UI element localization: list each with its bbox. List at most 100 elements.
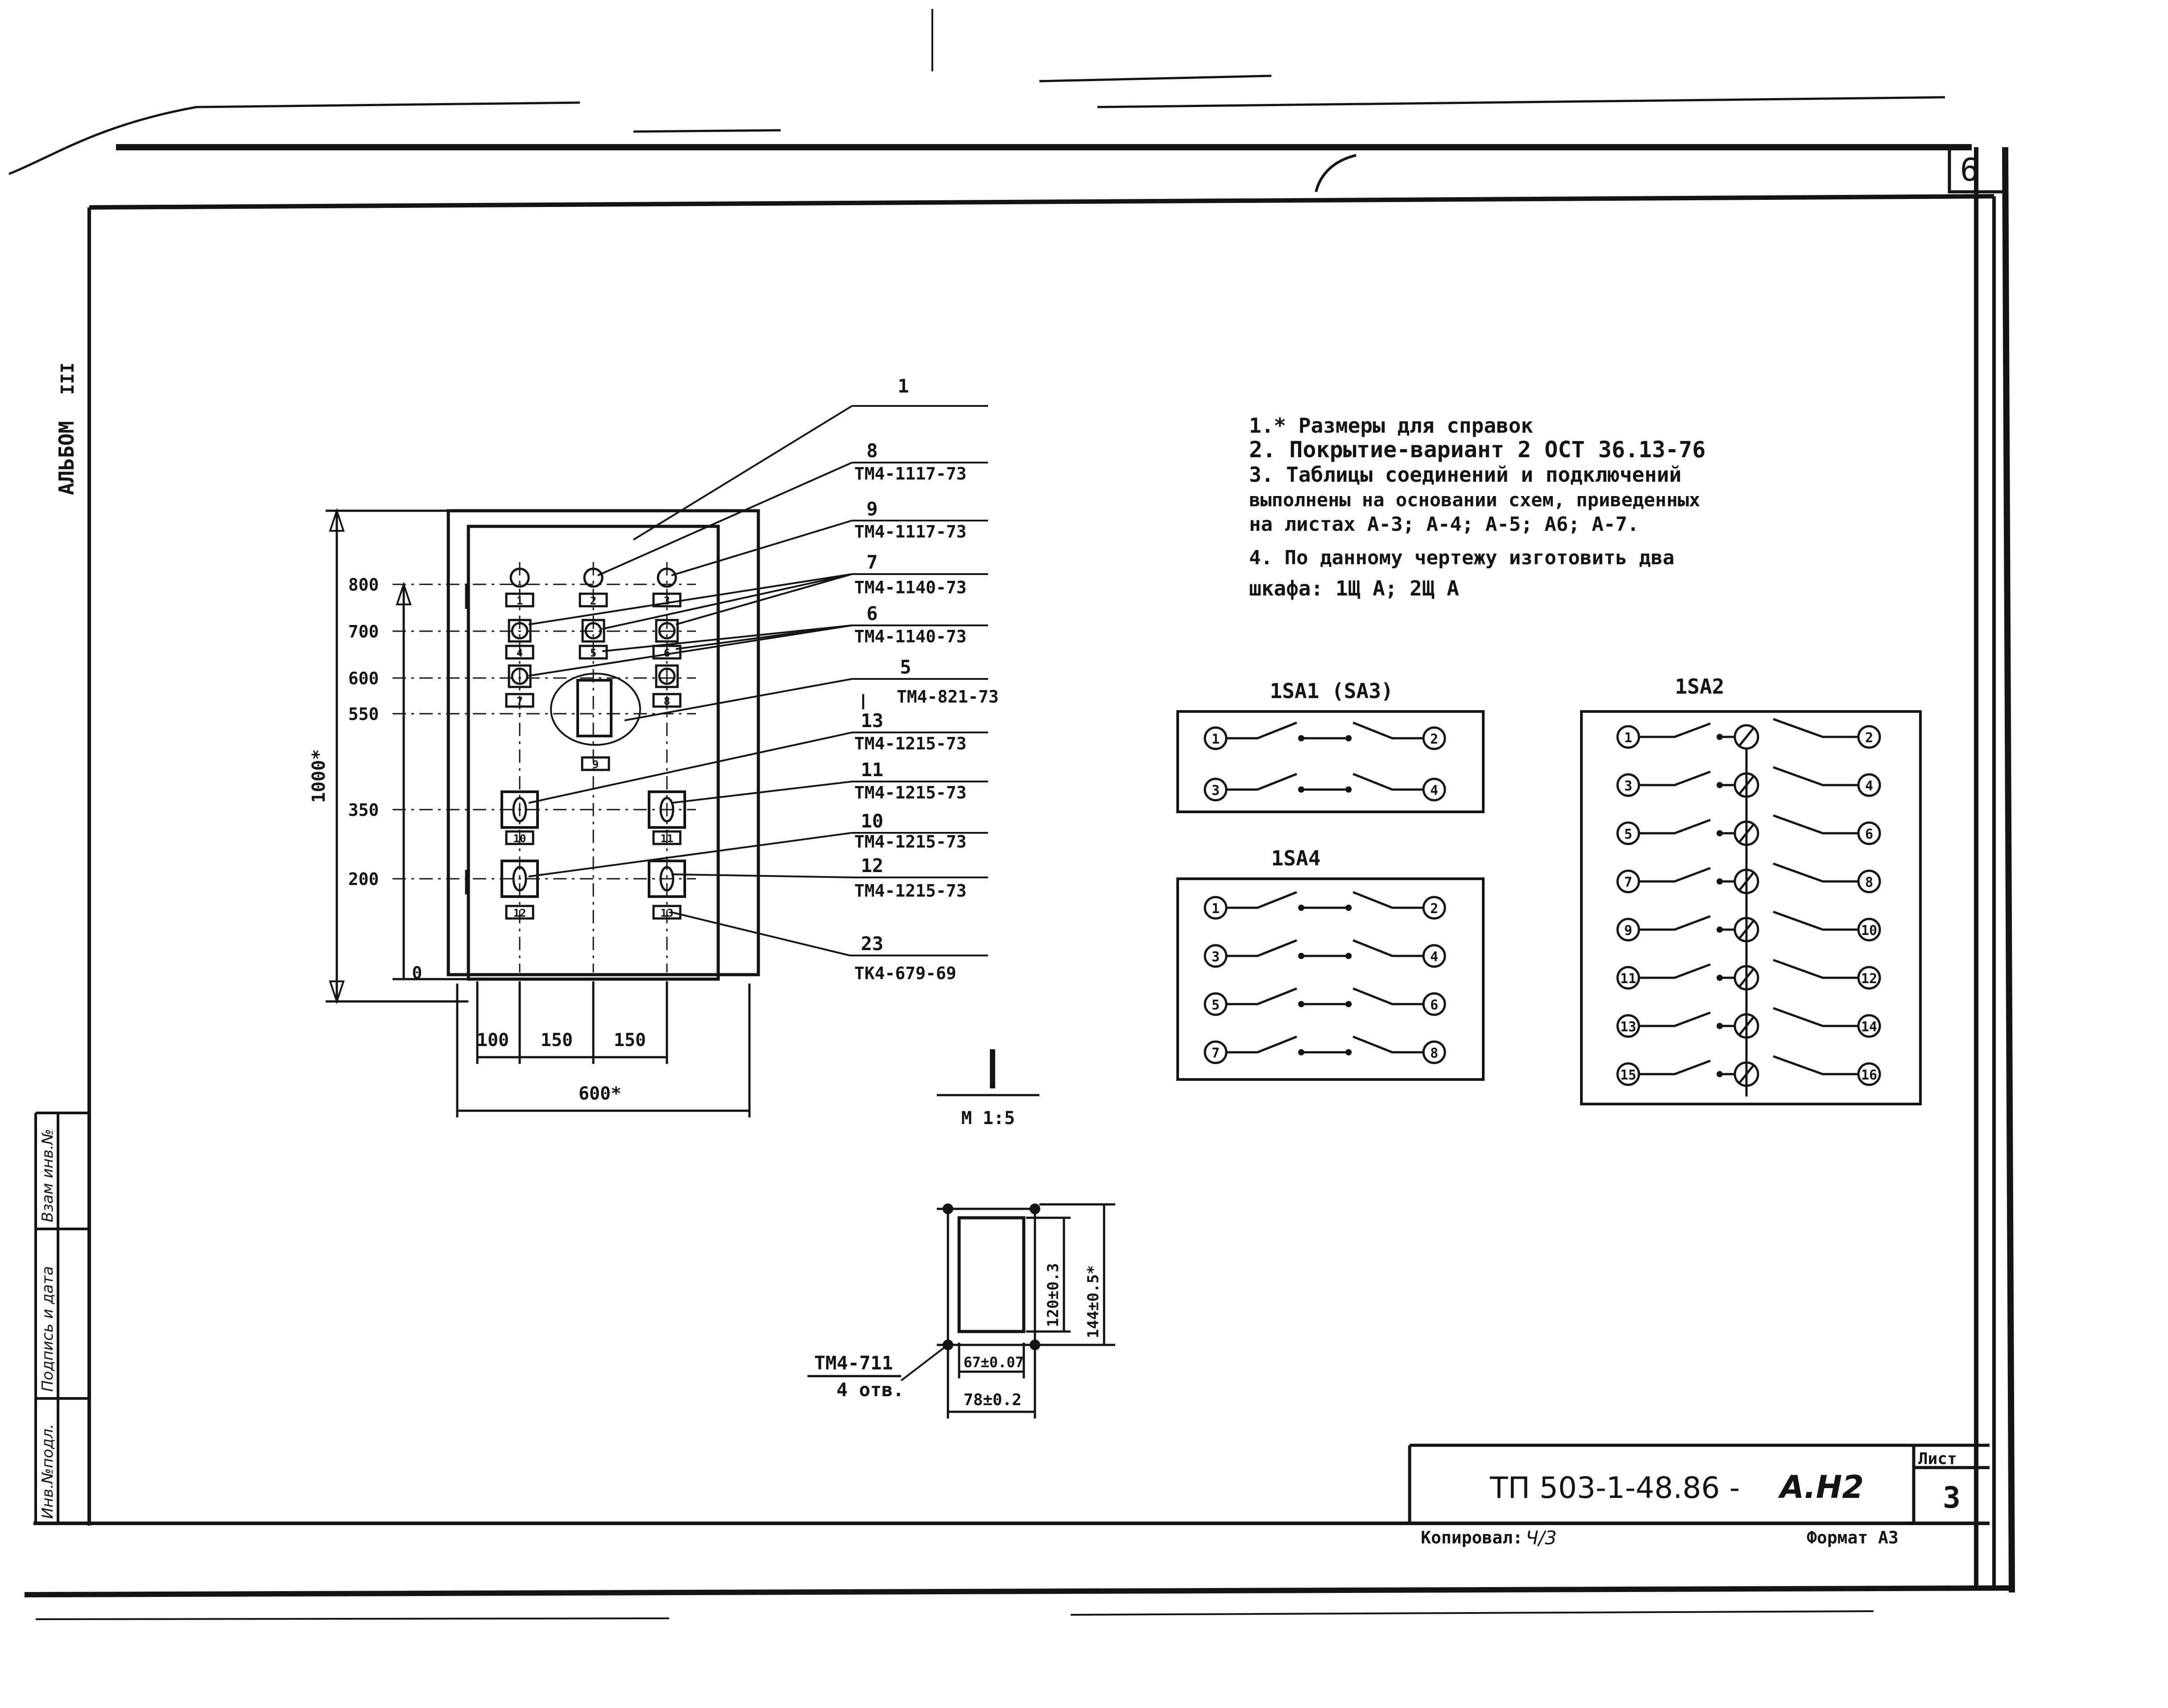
panel-tag [505,693,534,708]
stamp-inventory-label: Инв.№подл. [39,1424,57,1519]
panel-tag-text: 6 [664,647,670,659]
cutout-inner-height: 120±0.3 [1044,1263,1062,1327]
lamp-lens [511,622,529,640]
panel-tag-text: 8 [664,695,670,707]
contact-point [1717,1071,1723,1077]
contact-point [1717,782,1723,788]
lamp-socket [581,619,605,643]
cutout-outer-height: 144±0.5* [1084,1265,1102,1338]
callout-code: ТМ4-1140-73 [854,578,967,597]
contact-point [1345,1001,1352,1007]
panel-tag [581,756,610,771]
panel-tag [579,592,608,608]
lamp-socket [508,619,532,643]
terminal-number: 7 [1624,875,1632,890]
callout-leader [528,732,852,804]
callout-leader [675,624,852,650]
callout-leader [671,873,852,878]
contact [1226,987,1423,1005]
note-line: 3. Таблицы соединений и подключений [1249,463,1681,487]
callout-number: 10 [861,810,884,832]
contact-point [1298,786,1304,793]
title-suffix: А.Н2 [1778,1469,1864,1505]
terminal-number: 14 [1861,1019,1877,1035]
callout-number: 11 [861,759,884,781]
panel-tag [652,693,682,708]
terminal-number: 15 [1620,1067,1636,1083]
callout-code: ТМ4-821-73 [897,687,999,707]
rotary-blade [1738,727,1754,747]
format-label: Формат А3 [1807,1528,1899,1547]
terminal-number: 16 [1861,1067,1877,1083]
level-label-350: 350 [348,800,379,820]
note-line: 1.* Размеры для справок [1249,414,1533,438]
cutout-outer-width: 78±0.2 [964,1391,1022,1409]
panel-tag-text: 5 [590,647,596,659]
panel-tag-text: 7 [517,695,523,707]
terminal-number: 5 [1624,827,1632,842]
contact-point [1345,1049,1352,1055]
callout-leader [624,678,852,721]
terminal-number: 10 [1861,923,1877,939]
lamp-lens [658,622,676,640]
level-label-600: 600 [348,669,379,688]
contact-point [1717,975,1723,981]
callout-leader [633,405,853,541]
terminal-number: 13 [1620,1019,1636,1035]
panel-tag [652,905,682,920]
note-line: выполнены на основании схем, приведенных [1249,489,1700,511]
lamp-lens [511,667,529,685]
contact [1226,1035,1423,1054]
callout-number: 7 [866,551,877,573]
section-mark-small: I [860,690,866,714]
lamp-lens [584,622,602,640]
terminal-number: 3 [1624,778,1632,794]
panel-tag-text: 2 [590,595,596,607]
selector-switch [648,860,686,898]
bottom-dim-150b: 150 [614,1030,646,1050]
scale-label: М 1:5 [961,1108,1015,1129]
level-label-550: 550 [348,704,379,724]
terminal-number: 8 [1430,1046,1438,1061]
callout-leader [528,624,852,677]
signal-lamp [657,567,677,588]
copied-label: Копировал: [1421,1528,1523,1547]
callout-code: ТМ4-1117-73 [854,522,967,542]
selector-knob [512,797,527,823]
callout-number: 6 [866,603,877,624]
note-line: 4. По данному чертежу изготовить два [1249,546,1675,569]
signal-lamp [509,567,530,588]
callout-number: 13 [861,710,884,732]
contact-point [1298,953,1304,959]
cutout-holes: 4 отв. [836,1379,904,1401]
contact-point [1345,786,1352,793]
switch-title: 1SA4 [1271,846,1321,870]
contact-point [1717,1023,1723,1029]
callout-leader [528,832,852,877]
panel-tag [505,645,534,660]
terminal-number: 1 [1212,901,1220,917]
terminal-number: 2 [1865,730,1873,746]
callout-code: ТК4-679-69 [854,964,956,983]
height-total: 1000* [309,749,329,803]
sheet-corner-number: 6 [1960,152,1979,188]
selector-knob [659,866,674,892]
panel-tag-text: 4 [517,647,523,659]
lamp-socket [655,619,679,643]
level-label-800: 800 [348,575,379,595]
terminal-number: 12 [1861,971,1877,987]
switch-title: 1SA1 (SA3) [1270,679,1394,703]
contact-point [1345,905,1352,911]
terminal-number: 6 [1430,997,1438,1013]
callout-code: ТМ4-1215-73 [854,881,967,901]
bottom-dimensions [456,981,751,1117]
callout-code: ТМ4-1117-73 [854,464,967,484]
callout-leader [597,462,852,576]
terminal-number: 3 [1212,783,1220,798]
terminal-number: 9 [1624,923,1632,939]
switch-frame [1176,877,1485,1081]
level-label-0: 0 [412,963,422,983]
